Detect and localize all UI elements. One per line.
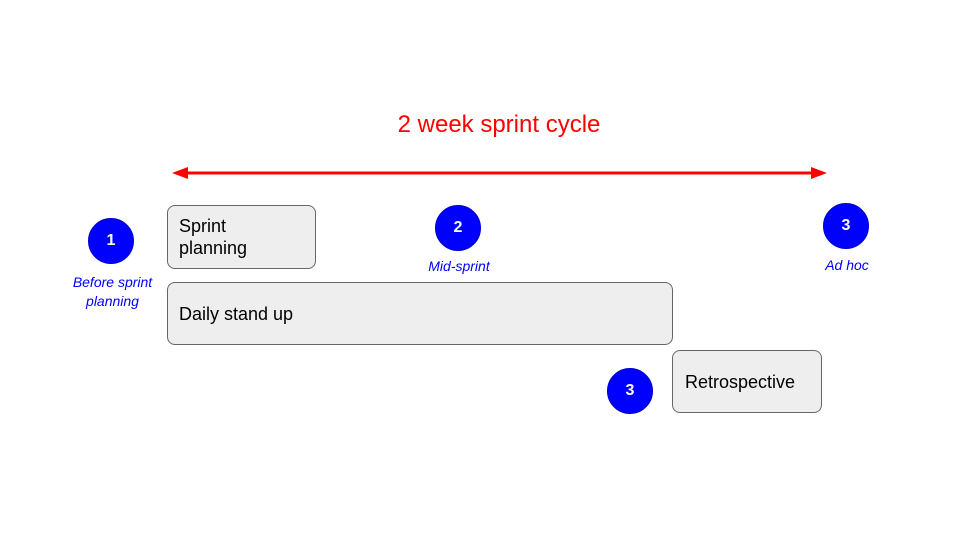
caption-ad-hoc: Ad hoc <box>825 257 869 273</box>
sprint-duration-arrow <box>172 167 827 179</box>
marker-ad-hoc: 3 <box>823 203 869 249</box>
caption-mid-sprint: Mid-sprint <box>428 258 490 274</box>
activity-retrospective: Retrospective <box>672 350 822 413</box>
marker-number: 3 <box>841 217 851 234</box>
marker-before-sprint-planning: 1 <box>88 218 134 264</box>
activity-daily-stand-up: Daily stand up <box>167 282 673 345</box>
marker-retrospective: 3 <box>607 368 653 414</box>
diagram-title: 2 week sprint cycle <box>397 111 601 138</box>
caption-before-sprint-planning: Before sprint planning <box>72 274 153 309</box>
activity-sprint-planning: Sprint planning <box>167 205 316 269</box>
activity-label: Daily stand up <box>179 303 294 324</box>
marker-number: 1 <box>106 232 116 249</box>
marker-number: 3 <box>625 382 635 399</box>
marker-number: 2 <box>453 219 463 236</box>
marker-mid-sprint: 2 <box>435 205 481 251</box>
activity-label: Retrospective <box>685 371 796 392</box>
activity-label: Sprint planning <box>179 216 248 258</box>
